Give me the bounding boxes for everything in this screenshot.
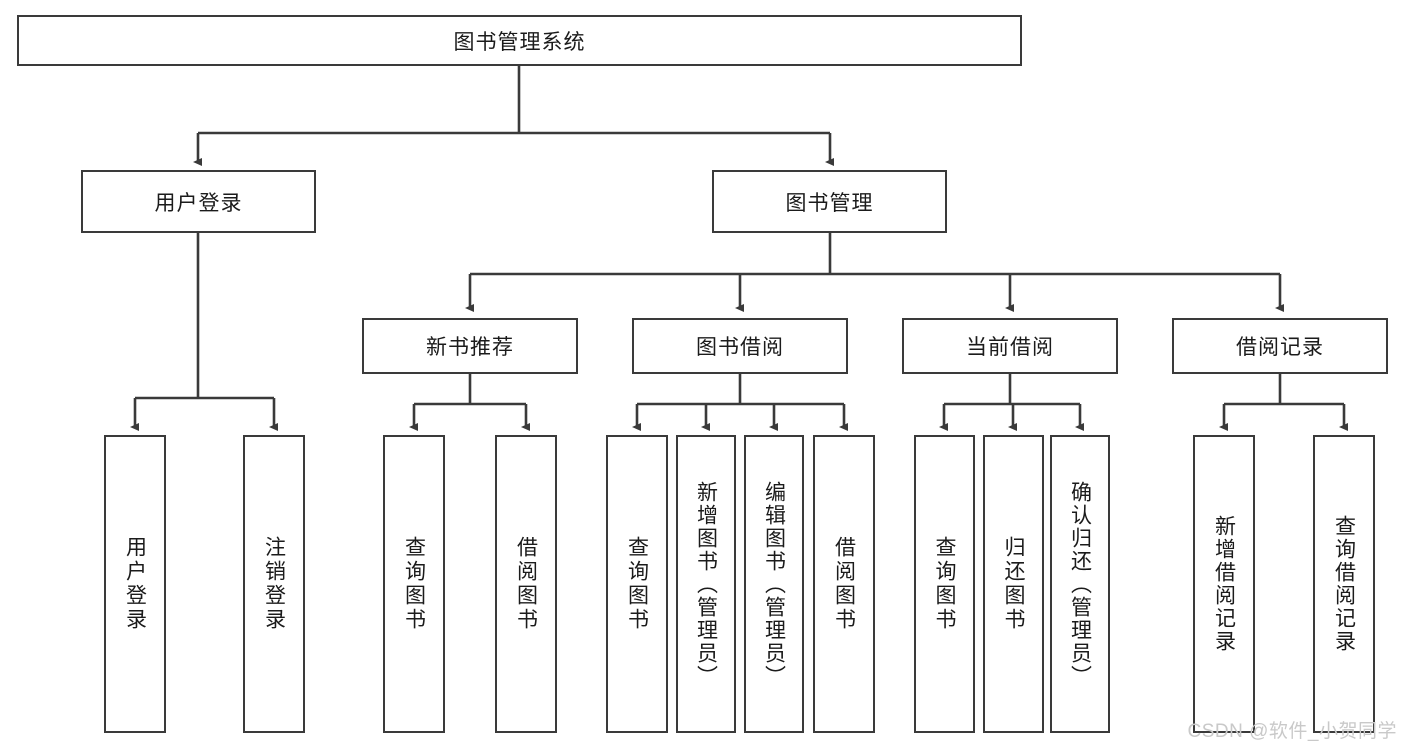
leaf-query-book-current[interactable]: 查询图书 [914, 435, 975, 733]
node-current-borrow-label: 当前借阅 [966, 336, 1054, 359]
leaf-add-borrow-record-label: 新增借阅记录 [1212, 515, 1236, 653]
leaf-query-borrow-record[interactable]: 查询借阅记录 [1313, 435, 1375, 733]
node-user-login[interactable]: 用户登录 [81, 170, 316, 233]
leaf-logout[interactable]: 注销登录 [243, 435, 305, 733]
node-root-system[interactable]: 图书管理系统 [17, 15, 1022, 66]
node-book-borrow[interactable]: 图书借阅 [632, 318, 848, 374]
leaf-borrow-book[interactable]: 借阅图书 [813, 435, 875, 733]
leaf-borrow-book-label: 借阅图书 [832, 536, 856, 632]
node-root-label: 图书管理系统 [453, 30, 586, 54]
leaf-add-borrow-record[interactable]: 新增借阅记录 [1193, 435, 1255, 733]
node-borrow-records-label: 借阅记录 [1236, 336, 1324, 359]
leaf-add-book-admin-label: 新增图书（管理员） [694, 480, 718, 688]
leaf-query-book-current-label: 查询图书 [933, 536, 956, 632]
node-book-borrow-label: 图书借阅 [696, 336, 784, 359]
leaf-add-book-admin[interactable]: 新增图书（管理员） [676, 435, 736, 733]
leaf-user-login[interactable]: 用户登录 [104, 435, 166, 733]
leaf-confirm-return-admin[interactable]: 确认归还（管理员） [1050, 435, 1110, 733]
leaf-query-book-newbook-label: 查询图书 [402, 536, 426, 632]
leaf-logout-label: 注销登录 [262, 536, 286, 632]
leaf-user-login-label: 用户登录 [123, 536, 147, 632]
leaf-query-book-borrow[interactable]: 查询图书 [606, 435, 668, 733]
leaf-edit-book-admin[interactable]: 编辑图书（管理员） [744, 435, 804, 733]
node-new-book-recommend-label: 新书推荐 [426, 336, 514, 359]
node-book-management-label: 图书管理 [785, 191, 874, 215]
csdn-watermark: CSDN @软件_小贺同学 [1187, 721, 1397, 742]
leaf-return-book-label: 归还图书 [1002, 536, 1025, 632]
node-current-borrow[interactable]: 当前借阅 [902, 318, 1118, 374]
node-borrow-records[interactable]: 借阅记录 [1172, 318, 1388, 374]
node-user-login-label: 用户登录 [154, 191, 243, 215]
leaf-edit-book-admin-label: 编辑图书（管理员） [762, 480, 786, 688]
node-new-book-recommend[interactable]: 新书推荐 [362, 318, 578, 374]
leaf-borrow-book-newbook[interactable]: 借阅图书 [495, 435, 557, 733]
leaf-query-book-newbook[interactable]: 查询图书 [383, 435, 445, 733]
leaf-return-book[interactable]: 归还图书 [983, 435, 1044, 733]
leaf-query-borrow-record-label: 查询借阅记录 [1332, 515, 1356, 653]
leaf-borrow-book-newbook-label: 借阅图书 [514, 536, 538, 632]
node-book-management[interactable]: 图书管理 [712, 170, 947, 233]
leaf-confirm-return-admin-label: 确认归还（管理员） [1068, 480, 1092, 688]
leaf-query-book-borrow-label: 查询图书 [625, 536, 649, 632]
